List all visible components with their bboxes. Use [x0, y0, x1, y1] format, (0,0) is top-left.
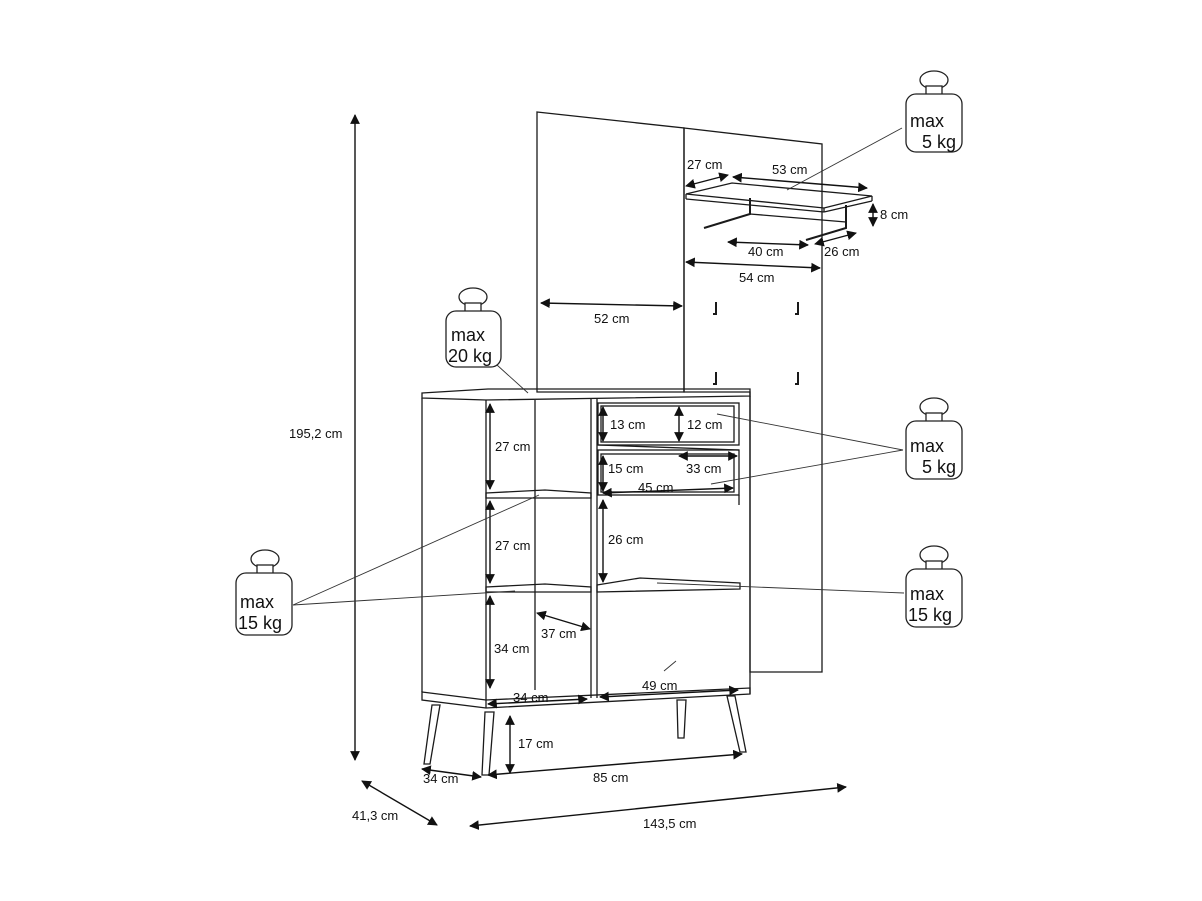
shelf-length-label: 53 cm — [772, 162, 807, 177]
svg-text:5 kg: 5 kg — [922, 457, 956, 477]
weight-leader-lines — [292, 127, 905, 606]
svg-text:5 kg: 5 kg — [922, 132, 956, 152]
cabinet-width-label: 85 cm — [593, 770, 628, 785]
shelf-depth-label: 27 cm — [687, 157, 722, 172]
shelf-inner-depth-label: 37 cm — [541, 626, 576, 641]
left-compartment-3-label: 34 cm — [494, 641, 529, 656]
cabinet-legs — [423, 695, 747, 776]
total-height-label: 195,2 cm — [289, 426, 342, 441]
svg-text:max: max — [451, 325, 485, 345]
svg-text:max: max — [910, 584, 944, 604]
weight-icon-drawers: max 5 kg — [905, 397, 963, 480]
cabinet — [421, 388, 751, 709]
dimension-lines — [350, 114, 878, 830]
weight-icon-top-shelf: max 5 kg — [905, 70, 963, 153]
panel-width-label: 52 cm — [594, 311, 629, 326]
svg-text:max: max — [910, 436, 944, 456]
drawer-width-label: 45 cm — [638, 480, 673, 495]
svg-text:15 kg: 15 kg — [238, 613, 282, 633]
shelf-height-label: 8 cm — [880, 207, 908, 222]
total-depth-label: 41,3 cm — [352, 808, 398, 823]
drawer1-height-label: 13 cm — [610, 417, 645, 432]
weight-icon-left-shelves: max 15 kg — [235, 549, 293, 636]
leg-height-label: 17 cm — [518, 736, 553, 751]
svg-text:20 kg: 20 kg — [448, 346, 492, 366]
bracket-width-label: 26 cm — [824, 244, 859, 259]
rail-length-label: 40 cm — [748, 244, 783, 259]
coat-hooks — [713, 302, 799, 385]
left-compartment-1-label: 27 cm — [495, 439, 530, 454]
total-width-label: 143,5 cm — [643, 816, 696, 831]
panel-right-width-label: 54 cm — [739, 270, 774, 285]
drawer2-depth-label: 33 cm — [686, 461, 721, 476]
cabinet-depth-label: 34 cm — [423, 771, 458, 786]
drawer1-height-right-label: 12 cm — [687, 417, 722, 432]
svg-text:max: max — [240, 592, 274, 612]
weight-icon-right-shelf: max 15 kg — [905, 545, 963, 628]
right-compartment-label: 26 cm — [608, 532, 643, 547]
svg-text:15 kg: 15 kg — [908, 605, 952, 625]
bottom-right-width-label: 49 cm — [642, 678, 677, 693]
bottom-left-width-label: 34 cm — [513, 690, 548, 705]
top-shelf — [685, 182, 873, 241]
svg-text:max: max — [910, 111, 944, 131]
drawer2-height-label: 15 cm — [608, 461, 643, 476]
dimension-labels: 195,2 cm 41,3 cm 143,5 cm 52 cm 27 cm 53… — [289, 157, 908, 831]
weight-icon-cabinet-top: max 20 kg — [445, 287, 502, 368]
left-compartment-2-label: 27 cm — [495, 538, 530, 553]
